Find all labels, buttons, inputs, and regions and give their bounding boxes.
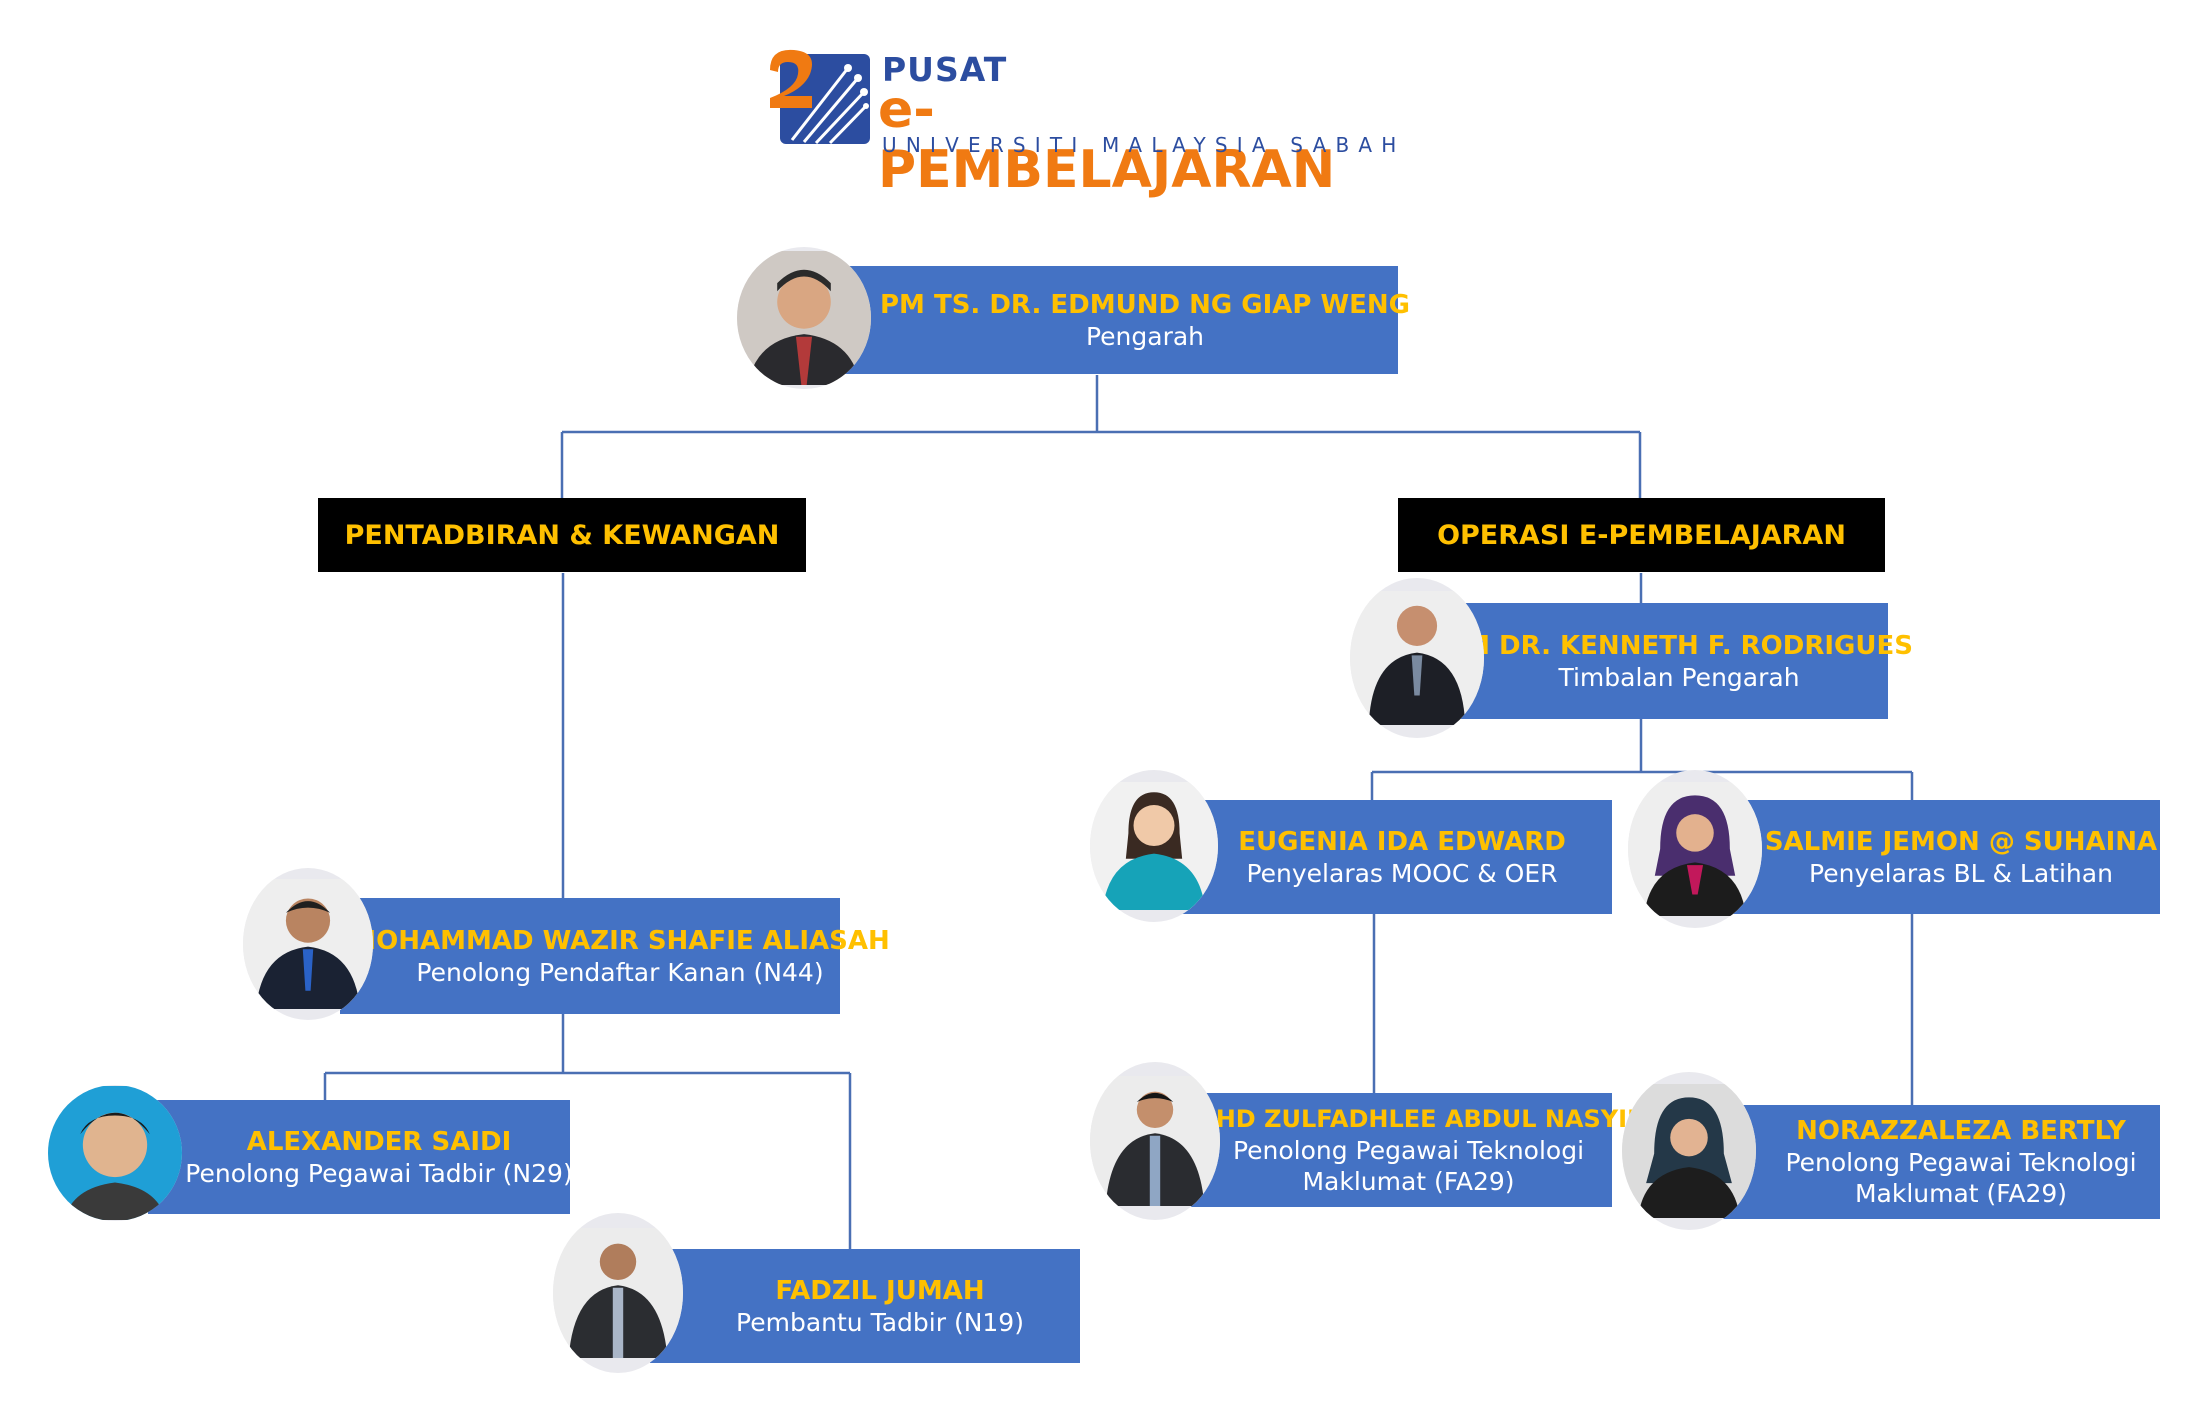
person-avatar-icon — [553, 1228, 683, 1358]
person-avatar-icon — [1628, 782, 1762, 916]
staff-box-fadzil: FADZIL JUMAH Pembantu Tadbir (N19) — [650, 1249, 1080, 1363]
staff-box-wazir: MOHAMMAD WAZIR SHAFIE ALIASAH Penolong P… — [340, 898, 890, 1014]
staff-photo-fadzil — [553, 1213, 683, 1373]
staff-box-eugenia: EUGENIA IDA EDWARD Penyelaras MOOC & OER — [1172, 800, 1612, 914]
staff-role-line2: Maklumat (FA29) — [1854, 1179, 2068, 1208]
person-avatar-icon — [737, 251, 871, 385]
director-role: Pengarah — [1085, 321, 1205, 351]
staff-name: NORAZZALEZA BERTLY — [1796, 1116, 2126, 1146]
staff-role: Penolong Pegawai Teknologi — [1785, 1148, 2137, 1177]
director-name: PM TS. DR. EDMUND NG GIAP WENG — [879, 289, 1411, 320]
staff-role-line2: Maklumat (FA29) — [1302, 1167, 1515, 1196]
staff-photo-salmie — [1628, 770, 1762, 928]
deputy-name: PM DR. KENNETH F. RODRIGUES — [1445, 630, 1913, 661]
staff-name: MOHAMMAD WAZIR SHAFIE ALIASAH — [350, 925, 890, 956]
department-header-admin: PENTADBIRAN & KEWANGAN — [318, 498, 806, 572]
staff-box-norazzaleza: NORAZZALEZA BERTLY Penolong Pegawai Tekn… — [1712, 1105, 2160, 1219]
staff-photo-eugenia — [1090, 770, 1218, 922]
staff-role: Penolong Pegawai Tadbir (N29) — [185, 1158, 573, 1188]
deputy-photo — [1350, 578, 1484, 738]
deputy-box: PM DR. KENNETH F. RODRIGUES Timbalan Pen… — [1430, 603, 1913, 719]
staff-photo-norazzaleza — [1622, 1072, 1756, 1230]
staff-name: EUGENIA IDA EDWARD — [1238, 826, 1566, 857]
staff-name: FADZIL JUMAH — [775, 1275, 985, 1306]
staff-photo-zulfadhlee — [1090, 1062, 1220, 1220]
staff-box-salmie: SALMIE JEMON @ SUHAINA Penyelaras BL & L… — [1712, 800, 2160, 914]
person-avatar-icon — [48, 1086, 182, 1220]
logo-line-2: e-PEMBELAJARAN — [878, 80, 1336, 200]
person-avatar-icon — [243, 879, 373, 1009]
staff-role: Penolong Pendaftar Kanan (N44) — [416, 957, 824, 987]
deputy-role: Timbalan Pengarah — [1558, 662, 1800, 692]
person-avatar-icon — [1622, 1084, 1756, 1218]
department-header-operations: OPERASI E-PEMBELAJARAN — [1398, 498, 1885, 572]
staff-photo-alexander — [48, 1085, 182, 1221]
logo-line-1: PUSAT — [882, 50, 1008, 89]
pusat-epembelajaran-logo: PUSAT e-PEMBELAJARAN UNIVERSITI MALAYSIA… — [770, 48, 1396, 200]
person-avatar-icon — [1090, 782, 1218, 910]
staff-name: MOHD ZULFADHLEE ABDUL NASYIR — [1171, 1105, 1646, 1133]
logo-mark-icon — [770, 49, 870, 145]
staff-role: Penolong Pegawai Teknologi — [1232, 1136, 1585, 1165]
staff-role: Pembantu Tadbir (N19) — [736, 1307, 1024, 1337]
staff-photo-wazir — [243, 868, 373, 1020]
staff-role: Penyelaras MOOC & OER — [1246, 858, 1558, 888]
person-avatar-icon — [1090, 1076, 1220, 1206]
logo-line-3: UNIVERSITI MALAYSIA SABAH — [882, 133, 1406, 157]
director-box: PM TS. DR. EDMUND NG GIAP WENG Pengarah — [822, 266, 1410, 374]
staff-role: Penyelaras BL & Latihan — [1809, 858, 2113, 888]
staff-name: SALMIE JEMON @ SUHAINA — [1764, 826, 2158, 857]
person-avatar-icon — [1350, 591, 1484, 725]
staff-box-alexander: ALEXANDER SAIDI Penolong Pegawai Tadbir … — [148, 1100, 573, 1214]
staff-name: ALEXANDER SAIDI — [246, 1126, 512, 1157]
staff-box-zulfadhlee: MOHD ZULFADHLEE ABDUL NASYIR Penolong Pe… — [1171, 1093, 1646, 1207]
director-photo — [737, 247, 871, 389]
